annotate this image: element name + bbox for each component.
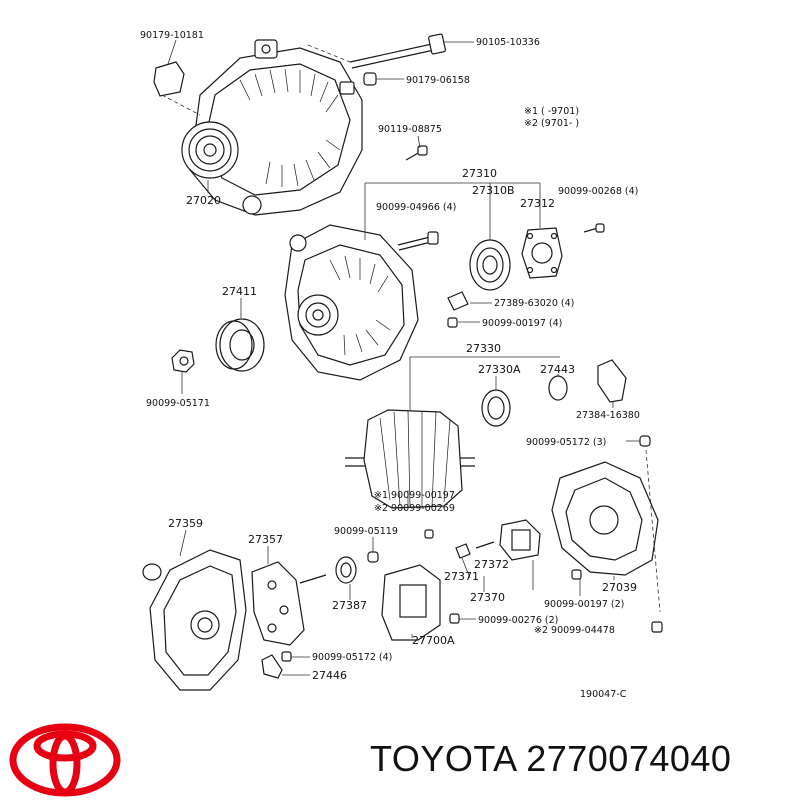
brand-part-caption: TOYOTA 2770074040: [370, 738, 731, 780]
label-27312: 27312: [520, 197, 555, 210]
rear-cover-27039: [551, 461, 659, 576]
label-27039: 27039: [602, 581, 637, 594]
bearing-27310B: [469, 239, 511, 291]
part-labels: 90179-10181 90105-10336 90179-06158 9011…: [140, 30, 640, 682]
label-note2-90099-04478: ※2 90099-04478: [534, 625, 615, 636]
label-90099-05172-4: 90099-05172 (4): [312, 652, 392, 663]
rectifier-27357: [251, 561, 327, 646]
label-90099-05172-3: 90099-05172 (3): [526, 437, 606, 448]
rotor-27330: [345, 409, 475, 509]
toyota-logo-icon: [9, 723, 121, 797]
diagram-reference-code: 190047-C: [580, 689, 627, 700]
legend-line-2: ※2 (9701- ): [524, 118, 579, 129]
nut-27389-63020: [447, 291, 469, 311]
label-27330: 27330: [466, 342, 501, 355]
bolt-90099-04478: [651, 621, 663, 633]
label-27387: 27387: [332, 599, 367, 612]
label-90119-08875: 90119-08875: [378, 124, 442, 135]
label-27371: 27371: [444, 570, 479, 583]
plate-27446: [261, 654, 283, 679]
label-90099-05119: 90099-05119: [334, 526, 398, 537]
date-legend: ※1 ( -9701) ※2 (9701- ): [524, 106, 579, 129]
regulator-27700A: [381, 564, 441, 641]
label-90105-10336: 90105-10336: [476, 37, 540, 48]
label-27330A: 27330A: [478, 363, 521, 376]
label-27446: 27446: [312, 669, 347, 682]
label-90179-06158: 90179-06158: [406, 75, 470, 86]
label-27020: 27020: [186, 194, 221, 207]
legend-line-1: ※1 ( -9701): [524, 106, 579, 117]
label-90099-00197-2: 90099-00197 (2): [544, 599, 624, 610]
label-27389-63020: 27389-63020 (4): [494, 298, 574, 309]
drive-end-frame-drawing: [284, 224, 419, 381]
label-27372: 27372: [474, 558, 509, 571]
screw-90099-00276: [449, 613, 460, 624]
nut-90099-05172: [639, 435, 651, 447]
label-27370: 27370: [470, 591, 505, 604]
label-27411: 27411: [222, 285, 257, 298]
label-27310: 27310: [462, 167, 497, 180]
label-90099-04966: 90099-04966 (4): [376, 202, 456, 213]
part-number: 2770074040: [526, 738, 732, 779]
spring-27372: [475, 541, 495, 549]
screw-90099-00197-b: [571, 569, 582, 580]
bolt-90105-10336: [349, 33, 446, 69]
screw-90099-00197: [447, 317, 458, 328]
nut-90099-05171: [171, 349, 195, 373]
label-90099-00268: 90099-00268 (4): [558, 186, 638, 197]
label-27700A: 27700A: [412, 634, 455, 647]
label-90099-00276: 90099-00276 (2): [478, 615, 558, 626]
leader-lines: [167, 39, 640, 676]
nut-90179-06158: [363, 72, 377, 86]
label-90099-05171: 90099-05171: [146, 398, 210, 409]
pulley-27411: [215, 318, 265, 372]
label-27359: 27359: [168, 517, 203, 530]
label-27357: 27357: [248, 533, 283, 546]
label-note1-90099-00197: ※1 90099-00197: [374, 490, 455, 501]
label-90179-10181: 90179-10181: [140, 30, 204, 41]
bushing-90179-10181: [153, 61, 185, 97]
screw-90099-00268: [583, 223, 605, 233]
terminal-insulator-27387: [335, 556, 357, 584]
insulator-27359: [142, 563, 162, 581]
label-27443: 27443: [540, 363, 575, 376]
brush-holder-27370: [499, 519, 541, 561]
label-27310B: 27310B: [472, 184, 515, 197]
screw-90119-08875: [405, 145, 428, 161]
stud-90099-04966: [397, 231, 439, 251]
brush-27371: [455, 543, 471, 559]
cover-27384-16380: [597, 359, 627, 403]
bearing-27330A: [481, 389, 511, 427]
retainer-plate-27312: [521, 227, 563, 279]
rear-end-frame-27359: [149, 549, 247, 691]
alternator-assembly-drawing: [181, 39, 363, 216]
nut-90099-05172-b: [281, 651, 292, 662]
nut-90099-05119: [367, 551, 379, 563]
label-90099-00197: 90099-00197 (4): [482, 318, 562, 329]
screw-rotor-set: [424, 529, 434, 539]
brand-name: TOYOTA: [370, 738, 516, 779]
ring-27443: [548, 375, 568, 401]
label-note2-90099-00269: ※2 90099-00269: [374, 503, 455, 514]
label-27384-16380: 27384-16380: [576, 410, 640, 421]
